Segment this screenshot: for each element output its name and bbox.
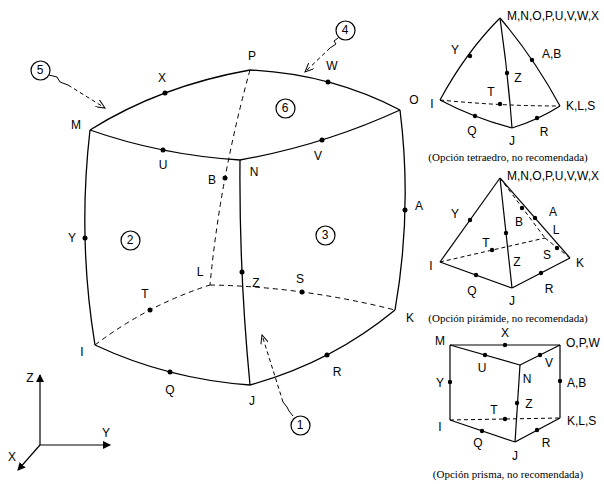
node-letter: L: [553, 223, 560, 237]
node-letter: S: [543, 248, 551, 262]
node-letter: K,L,S: [566, 99, 595, 113]
node-letter: U: [159, 158, 168, 172]
node-letter: N: [250, 165, 259, 179]
node-letter: S: [296, 272, 304, 286]
node-letter: R: [333, 365, 342, 379]
option-caption: (Opción pirámide, no recomendada): [428, 311, 587, 325]
tetrahedron-dots: [468, 54, 539, 120]
prism-option: [450, 345, 560, 442]
node-letter: M: [435, 334, 445, 348]
node-letter: X: [501, 326, 509, 340]
node-letter: Y: [68, 231, 76, 245]
prism-dots: [448, 343, 562, 433]
option-caption: (Opción prisma, no recomendada): [433, 467, 583, 481]
node-letter: Q: [467, 124, 476, 138]
face-number: 6: [275, 101, 296, 115]
node-letter: I: [80, 345, 83, 359]
node-letter: Z: [252, 276, 259, 290]
node-letter: Q: [467, 284, 476, 298]
face-number-circle: 3: [315, 225, 336, 246]
face-number-circle: 5: [30, 60, 51, 81]
node-letter: K: [406, 311, 414, 325]
face-number-circle: 4: [335, 20, 356, 41]
face-number: 5: [30, 63, 51, 77]
node-letter: A: [415, 199, 423, 213]
node-letter: M,N,O,P,U,V,W,X: [507, 169, 599, 183]
node-letter: Y: [451, 43, 459, 57]
pyramid-option: [440, 178, 570, 288]
node-letter: T: [487, 85, 494, 99]
node-letter: R: [540, 125, 549, 139]
node-letter: O,P,W: [566, 336, 600, 350]
node-letter: P: [248, 49, 256, 63]
node-letter: J: [249, 394, 255, 408]
node-letter: Z: [525, 397, 532, 411]
axes: [18, 375, 110, 470]
node-letter: Y: [436, 376, 444, 390]
node-letter: B: [515, 215, 523, 229]
node-letter: Z: [514, 71, 521, 85]
node-letter: B: [208, 173, 216, 187]
tetrahedron-option: [440, 18, 560, 128]
face-leaders: [49, 38, 338, 416]
node-letter: K,L,S: [567, 414, 596, 428]
node-letter: I: [438, 420, 441, 434]
face-number: 3: [315, 228, 336, 242]
node-letter: J: [509, 294, 515, 308]
node-letter: O: [409, 93, 418, 107]
node-letter: L: [197, 265, 204, 279]
face-number-circle: 2: [120, 230, 141, 251]
node-letter: J: [509, 134, 515, 148]
face-number-circle: 6: [275, 98, 296, 119]
node-letter: W: [326, 59, 337, 73]
node-letter: U: [478, 361, 487, 375]
node-letter: A,B: [542, 47, 561, 61]
node-letter: N: [523, 372, 532, 386]
node-letter: V: [545, 356, 553, 370]
node-letter: I: [430, 97, 433, 111]
mid-node-dots: [83, 80, 408, 375]
node-letter: J: [512, 449, 518, 463]
node-letter: I: [429, 259, 432, 273]
node-letter: X: [8, 450, 16, 464]
hexahedron-edges: [85, 70, 405, 385]
face-number: 1: [290, 418, 311, 432]
hidden-edges: [95, 70, 395, 345]
face-number-circle: 1: [290, 415, 311, 436]
node-letter: M: [71, 118, 81, 132]
node-letter: Q: [473, 436, 482, 450]
node-letter: A,B: [567, 376, 586, 390]
node-letter: Z: [26, 371, 33, 385]
node-letter: Z: [513, 255, 520, 269]
node-letter: X: [158, 71, 166, 85]
node-letter: A: [549, 205, 557, 219]
node-letter: M,N,O,P,U,V,W,X: [507, 9, 599, 23]
node-letter: R: [545, 282, 554, 296]
node-letter: K: [576, 256, 584, 270]
node-letter: Q: [165, 383, 174, 397]
node-letter: T: [141, 287, 148, 301]
node-letter: Y: [102, 426, 110, 440]
face-number: 4: [335, 23, 356, 37]
option-caption: (Opción tetraedro, no recomendada): [428, 150, 587, 164]
node-letter: V: [314, 149, 322, 163]
node-letter: T: [482, 236, 489, 250]
node-letter: T: [490, 403, 497, 417]
pyramid-dots: [468, 206, 559, 277]
node-letter: Y: [451, 207, 459, 221]
face-number: 2: [120, 233, 141, 247]
node-letter: R: [542, 436, 551, 450]
